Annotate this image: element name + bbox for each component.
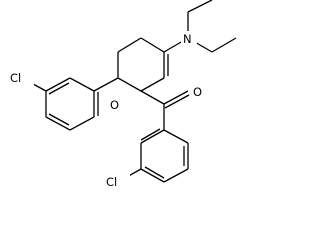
bond xyxy=(93,77,119,92)
oxygen-label-right: O xyxy=(193,85,202,99)
chlorine-label-top: Cl xyxy=(10,71,21,85)
bond xyxy=(45,116,71,131)
bond xyxy=(140,37,165,53)
bond xyxy=(140,77,165,92)
bond xyxy=(117,77,142,92)
bond xyxy=(144,166,165,179)
bond xyxy=(140,129,165,144)
bond xyxy=(187,0,213,13)
carbonyl-left xyxy=(93,77,119,117)
bond xyxy=(140,168,165,183)
bond xyxy=(163,90,189,105)
bond xyxy=(140,128,161,141)
bond xyxy=(45,77,71,92)
bond xyxy=(69,116,95,131)
carbonyl-right xyxy=(140,90,190,109)
diethylamino-group xyxy=(163,0,237,53)
chlorophenyl-ring-bottom xyxy=(117,104,189,183)
nitrogen-label: N xyxy=(183,32,192,46)
chemical-structure-diagram: Cl O O N Cl xyxy=(8,0,237,190)
bond xyxy=(164,94,190,109)
bond xyxy=(211,37,237,53)
chlorine-label-bottom: Cl xyxy=(106,175,117,189)
oxygen-label-left: O xyxy=(110,98,119,112)
bond xyxy=(48,82,70,95)
bond xyxy=(163,129,189,144)
cyclohexene-ring xyxy=(117,37,169,92)
bond xyxy=(163,168,189,183)
atom-labels: Cl O O N Cl xyxy=(8,31,212,190)
bond xyxy=(117,37,142,53)
bond xyxy=(48,113,70,126)
bond xyxy=(140,90,165,105)
chlorophenyl-ring-top xyxy=(21,77,95,131)
bond xyxy=(69,77,95,92)
